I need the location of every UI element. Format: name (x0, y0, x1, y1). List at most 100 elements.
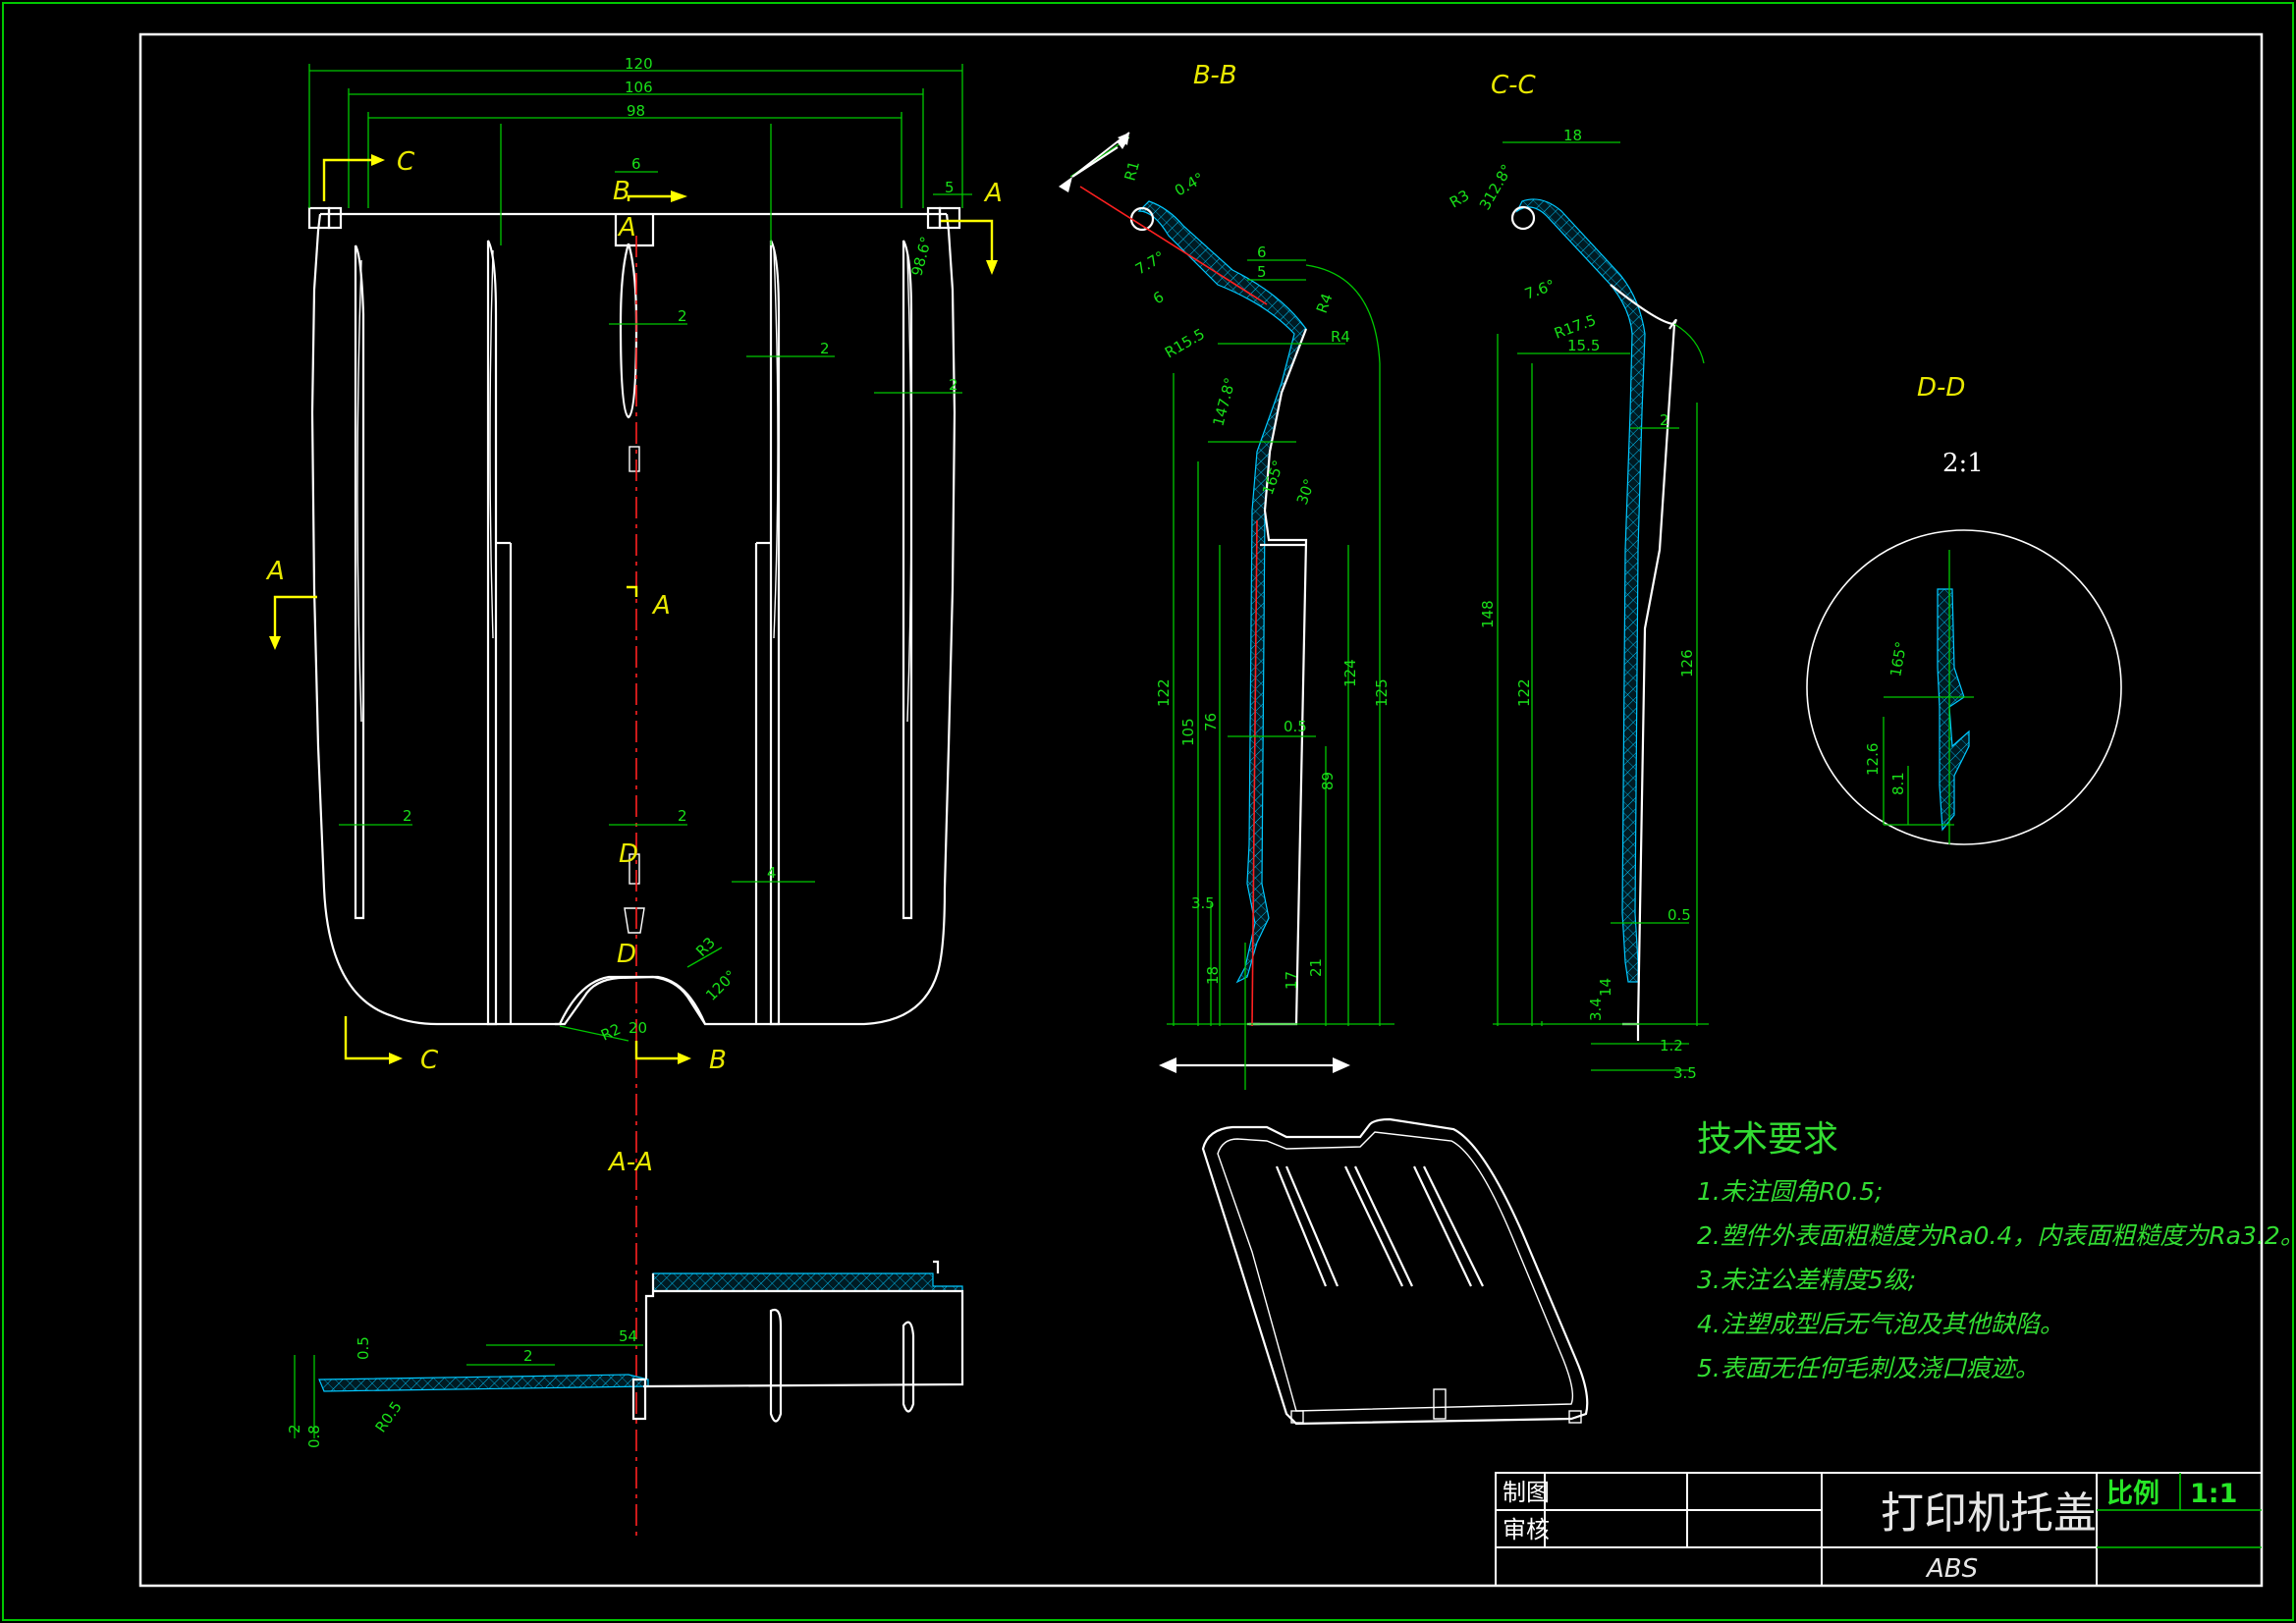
marker-b-top: B (613, 177, 630, 206)
dim-r3: R3 (692, 934, 719, 960)
dd-8-1: 8.1 (1889, 772, 1907, 795)
cc-14: 14 (1597, 978, 1614, 997)
cc-126: 126 (1678, 649, 1696, 677)
note-4: 4.注塑成型后无气泡及其他缺陷。 (1697, 1310, 2064, 1338)
dd-scale: 2:1 (1942, 449, 1984, 478)
bb-30: 30° (1293, 476, 1319, 507)
bb-89: 89 (1319, 772, 1337, 790)
bb-125: 125 (1373, 678, 1391, 707)
cc-148: 148 (1479, 600, 1497, 628)
cc-r3: R3 (1447, 187, 1472, 212)
marker-c-top: C (397, 147, 415, 177)
section-b-b: B-B R1 0.4° 7.7° 6 6 (1059, 61, 1394, 1090)
bb-5: 5 (1257, 263, 1267, 281)
technical-notes: 技术要求 1.未注圆角R0.5; 2.塑件外表面粗糙度为Ra0.4，内表面粗糙度… (1697, 1119, 2296, 1382)
dim-106: 106 (625, 79, 653, 96)
marker-d-1: D (619, 839, 638, 869)
bb-122: 122 (1155, 678, 1173, 707)
cc-18: 18 (1563, 127, 1582, 144)
label-d-d: D-D (1917, 373, 1965, 403)
note-2: 2.塑件外表面粗糙度为Ra0.4，内表面粗糙度为Ra3.2。 (1697, 1221, 2296, 1250)
marker-a-left: A (265, 557, 285, 586)
dim-20: 20 (629, 1019, 647, 1037)
dim-5: 5 (945, 179, 955, 196)
aa-2-left: 2 (286, 1424, 303, 1434)
bb-124: 124 (1341, 659, 1359, 687)
isometric-view (1201, 1117, 1589, 1426)
bb-17: 17 (1283, 971, 1300, 990)
bb-6-left: 6 (1150, 288, 1167, 307)
marker-b-bottom: B (709, 1046, 727, 1075)
bb-r15: R15.5 (1162, 325, 1208, 362)
bb-r4-b: R4 (1331, 328, 1350, 346)
bb-147: 147.8° (1209, 376, 1238, 428)
cc-2: 2 (1660, 411, 1669, 429)
title-block: 制图 审核 打印机托盖 ABS 比例 1:1 (1495, 1472, 2263, 1587)
bb-6: 6 (1257, 243, 1267, 261)
note-1: 1.未注圆角R0.5; (1697, 1177, 1883, 1206)
dim-r2: R2 (598, 1020, 624, 1045)
detail-d-d: D-D 2:1 165° 12.6 8.1 (1806, 373, 2122, 845)
dim-6: 6 (631, 155, 641, 173)
dim-2-d: 2 (403, 807, 412, 825)
aa-05: 0.5 (355, 1336, 372, 1360)
bb-21: 21 (1307, 958, 1325, 977)
cc-1-2: 1.2 (1660, 1037, 1683, 1055)
dim-120: 120 (625, 55, 653, 73)
tb-scale-label: 比例 (2106, 1479, 2159, 1509)
section-markers: C B A A A A D D C B (265, 147, 1003, 1075)
marker-a-center: A (651, 591, 671, 621)
cc-15-5: 15.5 (1567, 337, 1600, 354)
marker-a-right: A (983, 179, 1003, 208)
label-a-a: A-A (607, 1148, 653, 1177)
tb-drawn-label: 制图 (1503, 1479, 1550, 1506)
aa-08: 0.8 (305, 1425, 323, 1448)
cc-312: 312.8° (1476, 161, 1516, 213)
tb-review-label: 审核 (1503, 1516, 1550, 1543)
label-c-c: C-C (1491, 71, 1537, 100)
note-5: 5.表面无任何毛刺及浇口痕迹。 (1697, 1354, 2040, 1382)
marker-c-bottom: C (420, 1046, 439, 1075)
dim-98: 98 (627, 102, 645, 120)
section-c-c: C-C 18 15.5 148 122 126 14 3.4 1.2 3.5 0… (1447, 71, 1709, 1082)
aa-2: 2 (523, 1347, 533, 1365)
tb-part-name: 打印机托盖 (1881, 1488, 2097, 1539)
label-b-b: B-B (1193, 61, 1237, 90)
marker-a-notch: A (617, 213, 636, 243)
tb-material: ABS (1925, 1554, 1978, 1584)
cc-122: 122 (1515, 678, 1533, 707)
bb-r4-a: R4 (1313, 291, 1337, 315)
inner-frame (138, 32, 2264, 1588)
dim-2-c: 2 (949, 376, 958, 394)
dd-165: 165° (1886, 640, 1910, 678)
bb-7-7: 7.7° (1132, 247, 1168, 278)
bb-05: 0.5 (1284, 718, 1307, 735)
bb-105: 105 (1179, 718, 1197, 746)
aa-r05: R0.5 (372, 1398, 406, 1435)
dim-2-b: 2 (820, 340, 830, 357)
dim-120-deg: 120° (702, 967, 739, 1004)
cc-3-5: 3.5 (1673, 1064, 1697, 1082)
notes-title: 技术要求 (1697, 1119, 1838, 1160)
tb-scale-value: 1:1 (2190, 1479, 2237, 1509)
front-view-dimensions: 120 106 98 6 5 2 2 2 2 2 4 98.6° R3 120°… (308, 55, 972, 1045)
bb-r1: R1 (1121, 159, 1143, 183)
dim-98-6: 98.6° (907, 235, 935, 278)
aa-54: 54 (619, 1327, 637, 1345)
cc-0-5: 0.5 (1667, 906, 1691, 924)
bb-18: 18 (1204, 966, 1222, 985)
dim-4: 4 (767, 864, 777, 882)
bb-76: 76 (1202, 713, 1220, 731)
bb-3-5: 3.5 (1191, 894, 1215, 912)
dim-2-e: 2 (678, 807, 687, 825)
dim-2-a: 2 (678, 307, 687, 325)
cc-3-4: 3.4 (1587, 998, 1605, 1021)
cc-7-6: 7.6° (1522, 276, 1558, 303)
note-3: 3.未注公差精度5级; (1697, 1266, 1916, 1294)
dd-12-6: 12.6 (1864, 743, 1882, 776)
marker-d-2: D (617, 940, 636, 969)
bb-04: 0.4° (1172, 169, 1207, 199)
front-view (307, 206, 961, 1537)
